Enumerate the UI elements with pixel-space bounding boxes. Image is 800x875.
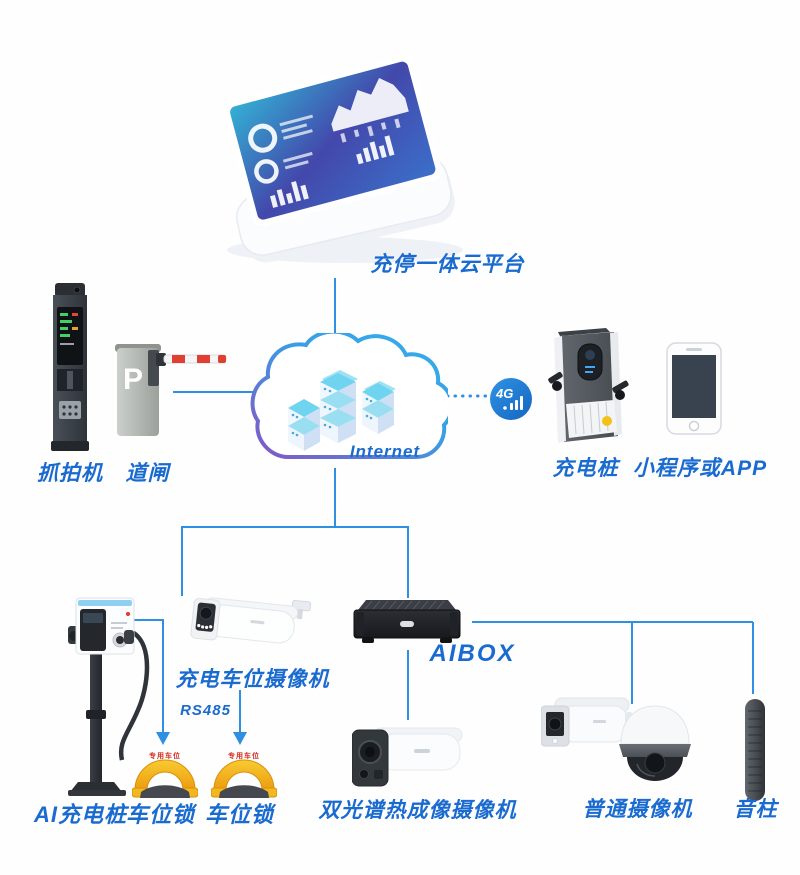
speaker-label: 音柱: [733, 798, 778, 821]
phone-home-button: [688, 420, 700, 432]
dome-camera-device: [615, 700, 695, 782]
pile-logo-badge: [602, 416, 612, 426]
barrier-gate-device: P: [112, 326, 227, 441]
line-aibox-right-devices: [472, 621, 754, 704]
internet-label: Internet: [349, 442, 421, 461]
smartphone-device: [666, 342, 722, 435]
4g-network-icon: 4G: [489, 377, 533, 421]
charging-cable: [118, 630, 150, 761]
thermal-camera-label: 双光谱热成像摄像机: [318, 799, 517, 822]
cloud-platform-display: [205, 48, 470, 263]
line-branch-camera-aibox: [181, 526, 409, 598]
ai-charging-pile-label: AI充电桩: [33, 802, 127, 827]
platform-label: 充停一体云平台: [370, 253, 525, 276]
parking-lock-1-label: 车位锁: [125, 802, 195, 827]
rs485-label: RS485: [180, 702, 231, 719]
signal-bars-icon: [503, 396, 523, 410]
phone-screen: [672, 355, 716, 418]
charging-pile-screen: [577, 343, 603, 381]
thermal-camera-device: [351, 718, 467, 792]
plug-holster: [124, 630, 134, 644]
arrowhead-lock2: [233, 732, 247, 745]
dashboard-graphics: [248, 78, 409, 208]
capture-camera-label: 抓拍机: [37, 462, 103, 485]
ai-charging-pile-device: [48, 592, 156, 805]
parking-lock-2-label: 车位锁: [204, 802, 274, 827]
charging-pile-label: 充电桩: [552, 457, 619, 480]
lock-base: [140, 785, 190, 798]
charging-pile-device: [548, 328, 630, 446]
arrowhead-lock1: [156, 732, 170, 745]
speaker-column-device: [743, 697, 767, 803]
parking-camera-device: [190, 594, 312, 658]
barrier-p-sign: P: [123, 363, 143, 396]
aibox-device: [348, 598, 466, 648]
capture-camera-keypad: [59, 401, 81, 419]
4g-text: 4G: [495, 386, 513, 401]
bullet-lens: [548, 717, 562, 731]
capture-camera-head: [55, 283, 85, 297]
charging-plug-right: [612, 380, 629, 400]
thermal-lens-secondary: [359, 769, 369, 779]
lock-base: [219, 785, 269, 798]
speaker-body: [745, 699, 765, 801]
server-stacks: [288, 370, 396, 451]
camera-lens: [199, 606, 213, 620]
parking-lock-2-device: 专用车位: [210, 744, 278, 800]
aibox-top: [358, 600, 456, 610]
aibox-label: AIBOX: [429, 640, 516, 667]
barrier-gate-label: 道闸: [125, 462, 170, 485]
display-screen: [223, 55, 442, 227]
lock-arc-text: 专用车位: [149, 751, 181, 760]
parking-lock-1-device: 专用车位: [131, 744, 199, 800]
dome-band: [619, 744, 691, 757]
charging-plug-left: [548, 371, 563, 391]
thermal-logo: [414, 749, 430, 753]
capture-camera-device: [45, 283, 97, 458]
parking-camera-label: 充电车位摄像机: [175, 668, 330, 691]
aibox-logo: [400, 621, 414, 627]
mini-program-label: 小程序或APP: [632, 457, 768, 480]
normal-camera-label: 普通摄像机: [582, 798, 693, 821]
dome-top: [620, 705, 690, 745]
internet-cloud: [248, 329, 454, 475]
dome-lens: [644, 752, 666, 774]
lock-arc-text: 专用车位: [228, 751, 260, 760]
